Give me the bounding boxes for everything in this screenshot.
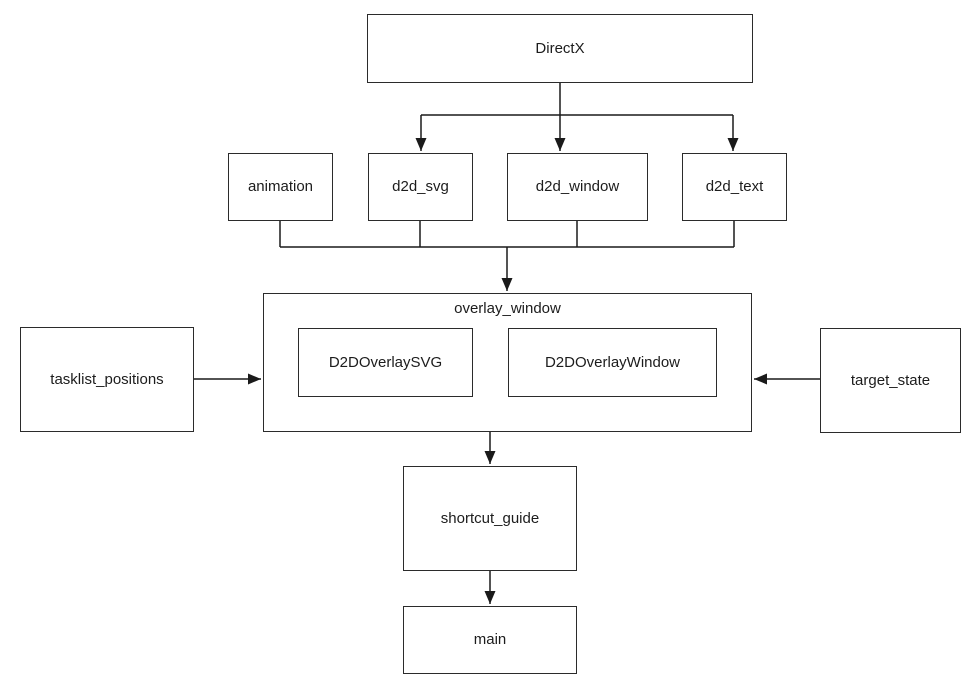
node-overlay-window: overlay_window D2DOverlaySVG D2DOverlayW… xyxy=(263,293,752,432)
node-d2d-window-label: d2d_window xyxy=(535,178,620,195)
node-d2d-overlay-window-label: D2DOverlayWindow xyxy=(544,353,681,371)
node-animation-label: animation xyxy=(247,178,314,195)
node-d2d-text: d2d_text xyxy=(682,153,787,221)
node-d2d-svg-label: d2d_svg xyxy=(392,178,449,195)
node-d2d-overlay-svg: D2DOverlaySVG xyxy=(298,328,473,397)
node-directx: DirectX xyxy=(367,14,753,83)
node-main-label: main xyxy=(473,631,507,648)
node-animation: animation xyxy=(228,153,333,221)
node-d2d-text-label: d2d_text xyxy=(705,178,764,195)
node-target-state: target_state xyxy=(820,328,961,433)
node-shortcut-guide: shortcut_guide xyxy=(403,466,577,571)
node-main: main xyxy=(403,606,577,674)
node-shortcut-guide-label: shortcut_guide xyxy=(440,509,540,527)
node-directx-label: DirectX xyxy=(535,39,585,57)
node-d2d-window: d2d_window xyxy=(507,153,648,221)
node-d2d-overlay-window: D2DOverlayWindow xyxy=(508,328,717,397)
node-d2d-overlay-svg-label: D2DOverlaySVG xyxy=(328,353,443,371)
node-target-state-label: target_state xyxy=(850,371,931,389)
node-tasklist-positions: tasklist_positions xyxy=(20,327,194,432)
node-tasklist-positions-label: tasklist_positions xyxy=(50,370,164,388)
node-overlay-window-label: overlay_window xyxy=(454,300,561,317)
node-d2d-svg: d2d_svg xyxy=(368,153,473,221)
